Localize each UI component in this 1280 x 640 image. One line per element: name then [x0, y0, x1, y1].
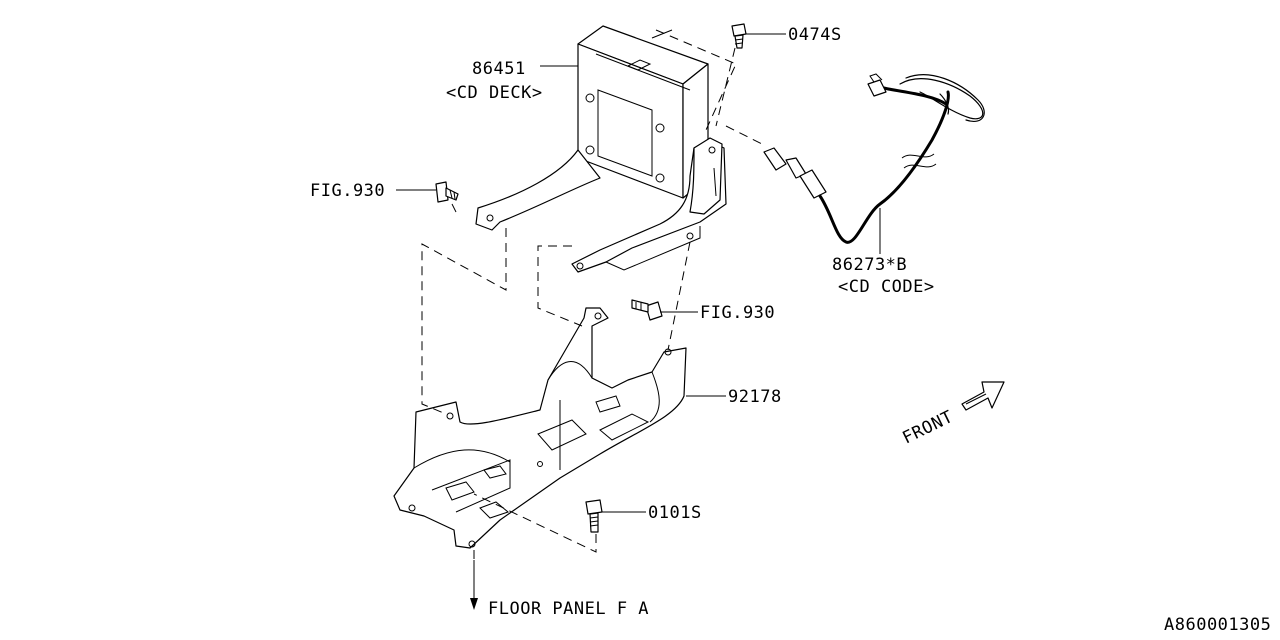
- screw-0474s-icon: [731, 23, 747, 49]
- cd-code-cable: [763, 73, 985, 244]
- cd-code-name-label: <CD CODE>: [838, 277, 935, 297]
- deck-mounting-bracket: [475, 137, 727, 273]
- lower-bracket-92178: [393, 307, 687, 549]
- bolt-0101s-icon: [585, 499, 603, 533]
- bolt-fig930-left-icon: [435, 181, 459, 203]
- bolt-fig930-mid-icon: [631, 299, 663, 321]
- fig930-mid-label: FIG.930: [700, 303, 775, 323]
- cd-deck-unit: [577, 25, 709, 199]
- cd-deck-part-label: 86451: [472, 59, 526, 79]
- screw-0474s-label: 0474S: [788, 25, 842, 45]
- fig930-left-label: FIG.930: [310, 181, 385, 201]
- bolt-0101s-label: 0101S: [648, 503, 702, 523]
- cd-code-part-label: 86273*B: [832, 255, 907, 275]
- floor-panel-label: FLOOR PANEL F A: [488, 599, 649, 619]
- bracket-part-label: 92178: [728, 387, 782, 407]
- diagram-id-label: A860001305: [1164, 615, 1271, 635]
- cd-deck-name-label: <CD DECK>: [446, 83, 543, 103]
- floor-panel-arrow-icon: [470, 560, 478, 610]
- front-arrow-icon: [961, 381, 1005, 411]
- assembly-guide-lines: [421, 29, 737, 560]
- front-label: FRONT: [899, 407, 956, 449]
